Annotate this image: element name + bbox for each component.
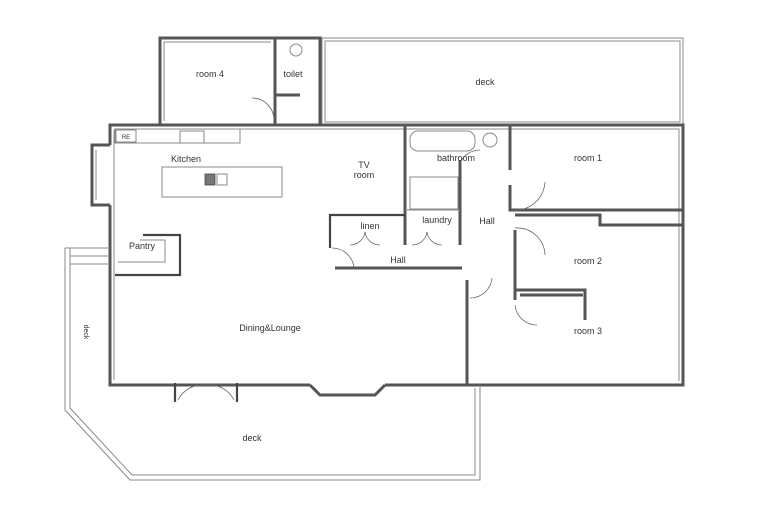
toilet-label: toilet xyxy=(283,69,303,79)
re-label: RE xyxy=(122,135,130,141)
bottom-deck-label: deck xyxy=(242,433,262,443)
laundry-label: laundry xyxy=(422,215,452,225)
top-deck-label: deck xyxy=(475,77,495,87)
lower-deck xyxy=(64,247,481,481)
room-1-label: room 1 xyxy=(574,153,602,163)
pantry-walls xyxy=(115,233,182,277)
room-4-label: room 4 xyxy=(196,69,224,79)
pantry-label: Pantry xyxy=(129,241,156,251)
bathroom-label: bathroom xyxy=(437,153,475,163)
room-3-label: room 3 xyxy=(574,326,602,336)
room-2-label: room 2 xyxy=(574,256,602,266)
hall-center-label: Hall xyxy=(390,255,406,265)
tv-room-label-2: room xyxy=(354,170,375,180)
hall-right-label: Hall xyxy=(479,216,495,226)
exterior-walls xyxy=(90,123,685,402)
side-deck-label: deck xyxy=(82,325,89,340)
linen-label: linen xyxy=(360,221,379,231)
kitchen-fixtures xyxy=(114,128,283,198)
sink-icon xyxy=(204,173,216,186)
dining-lounge-label: Dining&Lounge xyxy=(239,323,301,333)
upper-deck xyxy=(321,37,684,126)
bedroom-walls xyxy=(508,181,683,326)
tv-room-label-1: TV xyxy=(358,160,370,170)
interior-walls xyxy=(328,125,512,299)
room-4-walls xyxy=(158,36,277,127)
kitchen-label: Kitchen xyxy=(171,154,201,164)
toilet-walls xyxy=(251,36,322,125)
